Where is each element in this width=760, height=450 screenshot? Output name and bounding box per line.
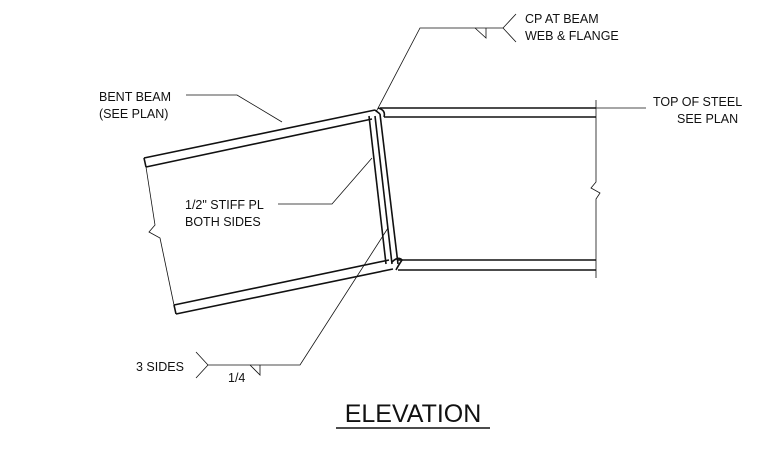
stiffener-label-line1: 1/2" STIFF PL bbox=[185, 198, 264, 212]
drawing-title: ELEVATION bbox=[345, 400, 482, 428]
top-of-steel-label-line1: TOP OF STEEL bbox=[653, 95, 742, 109]
bent-beam-label-line2: (SEE PLAN) bbox=[99, 107, 168, 121]
stiffener-plate bbox=[368, 109, 399, 265]
top-of-steel-label-line2: SEE PLAN bbox=[677, 112, 738, 126]
bent-beam-leader bbox=[186, 94, 283, 123]
weld-size-label: 1/4 bbox=[228, 371, 245, 385]
cp-label-line2: WEB & FLANGE bbox=[525, 29, 619, 43]
weld-leader bbox=[195, 227, 389, 379]
cp-leader bbox=[375, 13, 517, 113]
stiffener-leader bbox=[278, 157, 373, 205]
stiffener-label-line2: BOTH SIDES bbox=[185, 215, 261, 229]
bent-beam-label-line1: BENT BEAM bbox=[99, 90, 171, 104]
cp-label-line1: CP AT BEAM bbox=[525, 12, 599, 26]
straight-beam bbox=[377, 100, 601, 278]
bent-beam bbox=[143, 109, 394, 315]
weld-sides-label: 3 SIDES bbox=[136, 360, 184, 374]
